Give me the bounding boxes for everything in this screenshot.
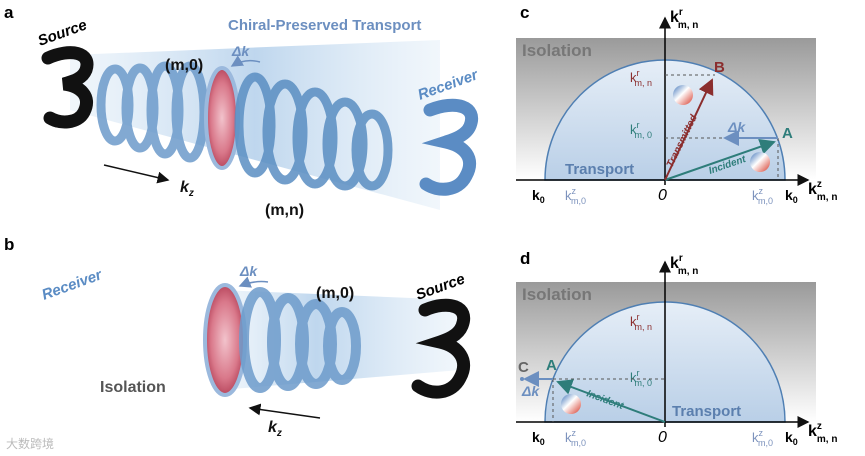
title-a: Chiral-Preserved Transport	[228, 17, 421, 34]
isolation-label-c: Isolation	[522, 41, 592, 60]
watermark: 大数跨境	[6, 436, 54, 451]
kz-arrow-b	[248, 403, 321, 419]
point-c-d: C	[518, 359, 529, 376]
delta-k-arrow-a	[230, 55, 261, 67]
panel-b: b Source Receiver Isolation (m,0) Δk kz	[4, 235, 471, 439]
panel-d-letter: d	[520, 249, 530, 268]
disk-a	[204, 66, 240, 170]
kz-label-b: kz	[268, 419, 282, 439]
incident-arrow-c	[664, 139, 776, 181]
coils-b	[239, 287, 361, 393]
mode-m0-a: (m,0)	[165, 57, 203, 74]
isolation-label-b: Isolation	[100, 379, 166, 396]
polarization-icon-a-d	[561, 394, 581, 414]
receiver-label-b: Receiver	[40, 266, 106, 304]
delta-k-b: Δk	[239, 263, 258, 279]
polarization-icon-b-c	[673, 85, 693, 105]
panel-c-letter: c	[520, 3, 529, 22]
transmitted-arrow-c	[664, 78, 714, 181]
panel-a-letter: a	[4, 3, 14, 22]
kz-arrow-a	[103, 164, 170, 184]
kz-label-a: kz	[180, 179, 194, 199]
transport-label-d: Transport	[672, 403, 741, 420]
polarization-icon-a-c	[750, 152, 770, 172]
k0-right-c: k0	[785, 187, 798, 205]
mode-mn-a: (m,n)	[265, 202, 304, 219]
point-c-dot-d	[520, 377, 524, 381]
point-a-c: A	[782, 125, 793, 142]
delta-k-c: Δk	[727, 119, 746, 135]
coils-a-left	[96, 61, 209, 163]
delta-k-arrow-b	[238, 276, 269, 288]
receiver-glyph-a	[419, 98, 479, 196]
incident-arrow-d	[556, 379, 666, 423]
source-glyph-b	[411, 298, 471, 399]
mode-m0-b: (m,0)	[316, 285, 354, 302]
origin-d: 0	[658, 429, 667, 446]
panel-b-letter: b	[4, 235, 14, 254]
point-b-c: B	[714, 59, 725, 76]
coils-a-right	[234, 72, 393, 191]
k0-left-c: k0	[532, 187, 545, 205]
transport-label-c: Transport	[565, 161, 634, 178]
origin-c: 0	[658, 187, 667, 204]
source-glyph-a	[41, 46, 94, 129]
point-a-d: A	[546, 357, 557, 374]
beam-a	[70, 40, 440, 210]
k0-left-d: k0	[532, 429, 545, 447]
isolation-label-d: Isolation	[522, 285, 592, 304]
panel-a: a Source Receiver Chiral-Preserved Trans…	[4, 3, 481, 219]
k0-right-d: k0	[785, 429, 798, 447]
source-label-a: Source	[36, 16, 90, 49]
delta-k-d: Δk	[521, 383, 540, 399]
source-label-b: Source	[414, 270, 468, 303]
delta-k-a: Δk	[231, 43, 250, 59]
